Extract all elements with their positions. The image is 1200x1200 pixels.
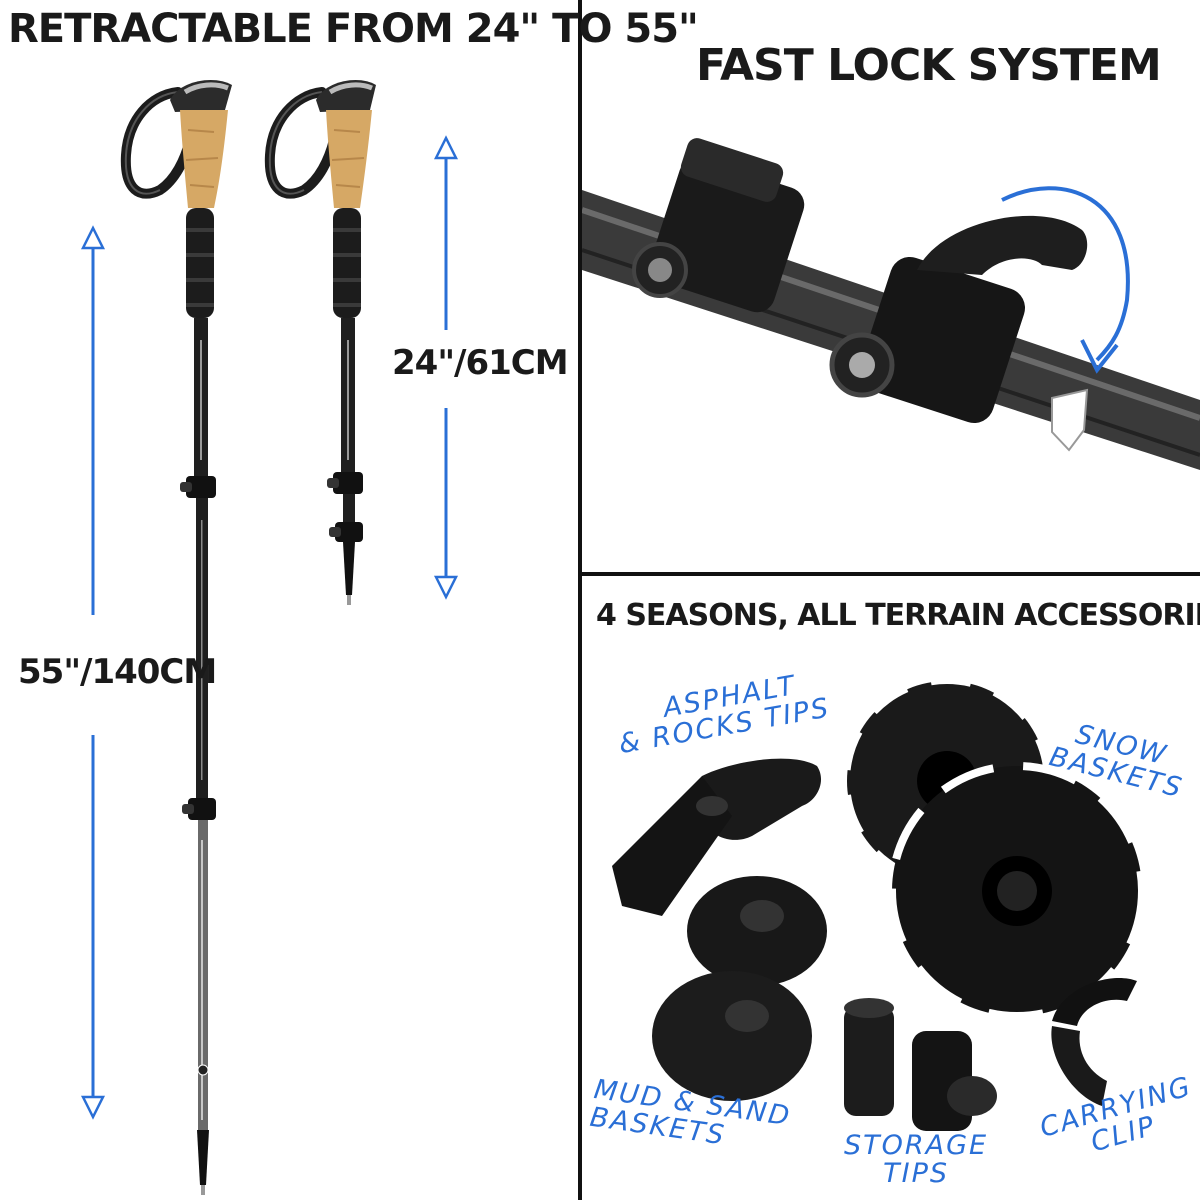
storage-tip-icon [844,998,997,1131]
accessories-panel: 4 SEASONS, ALL TERRAIN ACCESSORIES [582,576,1200,1200]
long-trekking-pole-icon [120,80,232,1195]
short-length-label: 24"/61CM [392,343,569,383]
accessories-title: 4 SEASONS, ALL TERRAIN ACCESSORIES [596,598,1200,633]
retractable-title: RETRACTABLE FROM 24" TO 55" [8,6,699,52]
rubber-tip-icon [612,758,822,916]
carrying-clip-icon [1051,977,1137,1106]
second-lever-lock-icon [829,215,1088,424]
lever-lock-icon [582,138,1200,470]
long-double-arrow-icon [80,225,106,1120]
mud-basket-icon [652,876,827,1101]
storage-tips-label: STORAGE TIPS [844,1130,989,1190]
snow-basket-icon [844,678,1146,1020]
short-trekking-pole-icon [264,80,376,605]
pole-illustration [80,80,459,1195]
short-double-arrow-icon [433,135,459,600]
fast-lock-panel: FAST LOCK SYSTEM [582,0,1200,572]
first-lever-lock-icon [632,138,805,313]
retractable-panel: RETRACTABLE FROM 24" TO 55" [0,0,699,1200]
long-length-label: 55"/140CM [18,652,217,692]
curved-arrow-icon [1001,186,1130,362]
vertical-divider [578,0,582,1200]
horizontal-divider [582,572,1200,576]
fast-lock-title: FAST LOCK SYSTEM [696,40,1162,91]
accessories-illustration [612,678,1146,1131]
